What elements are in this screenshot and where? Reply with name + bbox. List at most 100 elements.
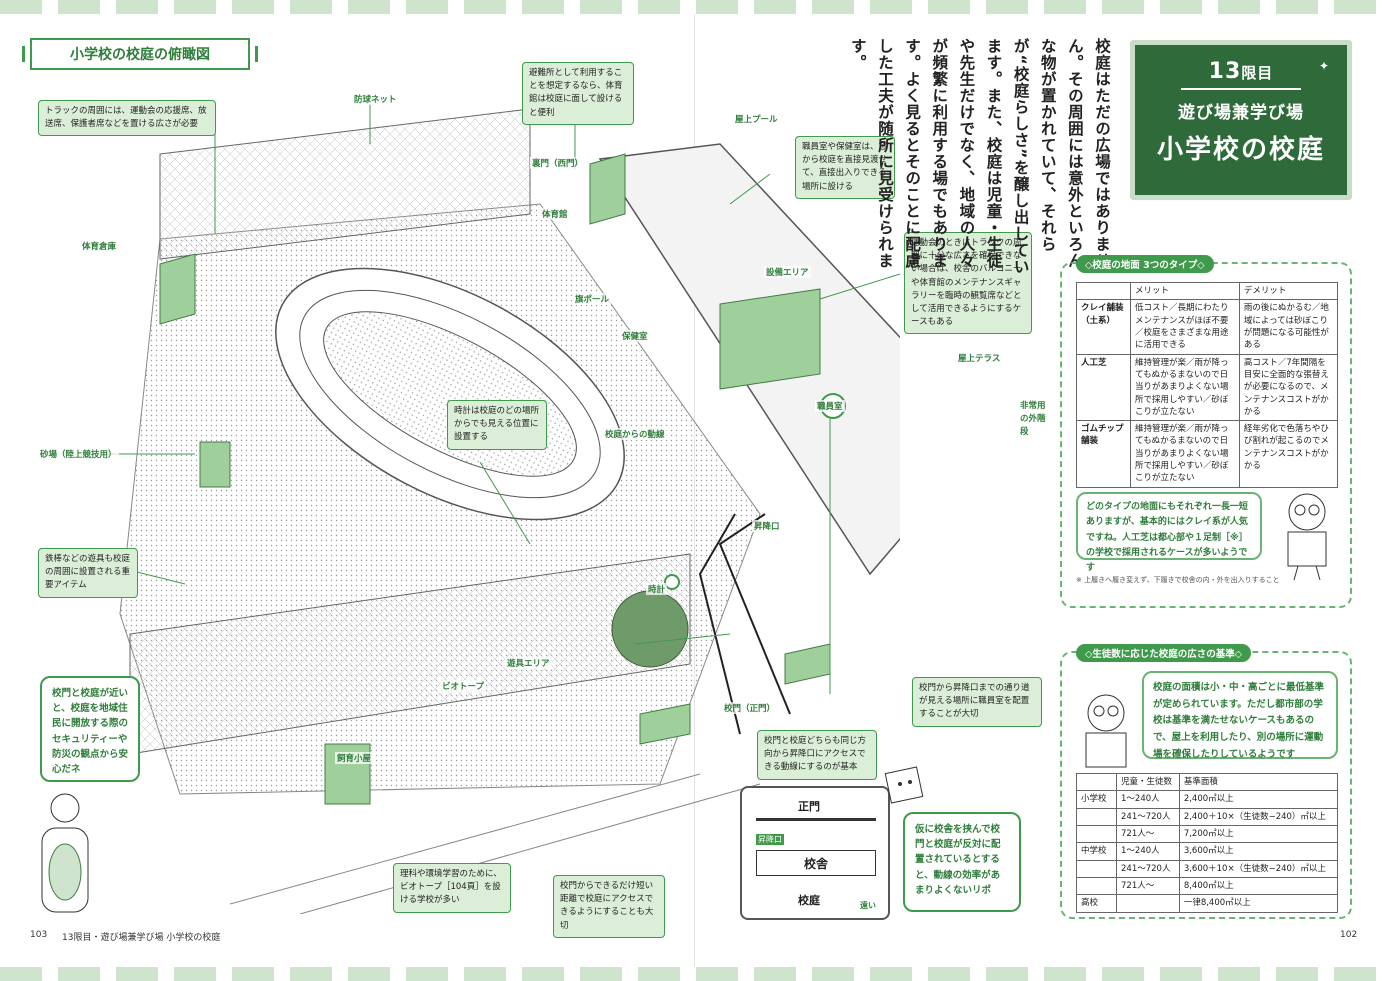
bottom-stripe <box>0 967 1389 981</box>
panel2-title: ◇生徒数に応じた校庭の広さの基準◇ <box>1076 644 1252 662</box>
label-bosai-net: 防球ネット <box>352 93 399 105</box>
label-taiikukan: 体育館 <box>540 208 570 220</box>
note-biotope: 理科や環境学習のために、ビオトープ［104頁］を設ける学校が多い <box>393 863 511 913</box>
table-header: デメリット <box>1238 281 1339 301</box>
label-taiiku-souko: 体育倉庫 <box>80 240 119 252</box>
note-tokei: 時計は校庭のどの場所からでも見える位置に設置する <box>447 400 547 450</box>
teacher-character-icon <box>1085 694 1127 768</box>
mini-entrance-label: 昇降口 <box>756 834 784 845</box>
label-tokei: 時計 <box>646 583 668 595</box>
label-hijoyo-kaidan: 非常用の外階段 <box>1018 400 1054 439</box>
label-okujo-pool: 屋上プール <box>733 113 780 125</box>
aerial-diagram <box>110 104 900 914</box>
label-kotei-doosen: 校庭からの動線 <box>603 428 667 440</box>
mini-gate-label: 正門 <box>798 800 820 813</box>
note-shokuin-hoken: 職員室や保健室は、窓から校庭を直接見渡せて、直接出入りできる場所に設ける <box>795 136 895 199</box>
table-cell: 経年劣化で色落ちやひび割れが起こるのでメンテナンスコストがかかる <box>1238 420 1339 488</box>
table-cell <box>1076 807 1117 826</box>
label-biotope: ビオトープ <box>440 680 486 692</box>
mini-fence <box>756 818 876 821</box>
note-hinanjo: 避難所として利用することを想定するなら、体育館は校庭に面して設けると便利 <box>522 62 634 125</box>
table-header-row: メリット デメリット <box>1076 281 1339 301</box>
label-shokuinshitsu: 職員室 <box>815 400 845 412</box>
panel1-tip: どのタイプの地面にもそれぞれ一長一短ありますが、基本的にはクレイ系が人気ですね。… <box>1076 492 1262 573</box>
table-row: クレイ舗装（土系） 低コスト／長期にわたりメンテナンスがほぼ不要／校庭をさまざま… <box>1076 299 1339 355</box>
board-main-title: 小学校の校庭 <box>1156 135 1325 165</box>
period-unit: 限目 <box>1241 64 1274 82</box>
note-tetsubou: 鉄棒などの遊具も校庭の周囲に設置される重要アイテム <box>38 548 138 598</box>
label-setsubi-area: 設備エリア <box>764 266 811 278</box>
mini-building: 校舎 <box>756 850 876 876</box>
label-okujo-terrace: 屋上テラス <box>956 352 1003 364</box>
intro-text: 校庭はただの広場ではありません。その周囲には意外といろんな物が置かれていて、それ… <box>848 38 1111 275</box>
label-shiiku-goya: 飼育小屋 <box>335 752 374 764</box>
table-row: 人工芝 維持管理が楽／雨が降ってもぬかるまないので日当りがあまりよくない場所で採… <box>1076 353 1339 422</box>
table-cell: 低コスト／長期にわたりメンテナンスがほぼ不要／校庭をさまざまな用途に活用できる <box>1130 299 1240 355</box>
period-number: 13限目 <box>1135 59 1347 84</box>
table-row: 721人～8,400㎡以上 <box>1076 876 1339 896</box>
table-header: 児童・生徒数 <box>1116 772 1180 792</box>
table-cell: 人工芝 <box>1076 353 1131 422</box>
table-cell: クレイ舗装（土系） <box>1076 299 1131 355</box>
panel2-tip: 校庭の面積は小・中・高ごとに最低基準が定められています。ただし都市部の学校は基準… <box>1142 671 1338 760</box>
ground-types-table: メリット デメリット クレイ舗装（土系） 低コスト／長期にわたりメンテナンスがほ… <box>1076 281 1339 488</box>
label-ura-mon: 裏門（西門） <box>530 157 586 169</box>
section-title: 小学校の校庭の俯瞰図 <box>22 38 258 70</box>
table-cell: 721人～ <box>1116 824 1180 844</box>
panel1-footnote: ※ 上履きへ履き変えず、下履きで校舎の内・外を出入りすること <box>1076 576 1280 584</box>
panel1-title: ◇校庭の地面 3つのタイプ◇ <box>1076 255 1214 273</box>
table-cell: 3,600＋10×（生徒数−240）㎡以上 <box>1178 859 1339 878</box>
table-row: 高校 一律8,400㎡以上 <box>1076 894 1339 913</box>
label-dougu-area: 遊具エリア <box>505 657 552 669</box>
note-same-direction: 校門と校庭どちらも同じ方向から昇降口にアクセスできる動線にするのが基本 <box>757 730 877 780</box>
chalkboard-title: ✦ 13限目 遊び場兼学び場 小学校の校庭 <box>1130 40 1352 200</box>
note-komon-short: 校門からできるだけ短い距離で校庭にアクセスできるようにすることも大切 <box>553 875 665 938</box>
table-cell: 小学校 <box>1076 790 1117 809</box>
teacher-character-icon <box>1287 493 1327 580</box>
table-cell: 雨の後にぬかるむ／地域によっては砂ぼこりが問題になる可能性がある <box>1238 299 1339 355</box>
mini-yard-label: 校庭 <box>798 894 820 907</box>
folio-left-number: 103 <box>30 930 48 940</box>
label-komon: 校門（正門） <box>722 702 778 714</box>
sparkle-icon: ✦ <box>1318 59 1329 73</box>
ground-types-panel: ◇校庭の地面 3つのタイプ◇ メリット デメリット クレイ舗装（土系） 低コスト… <box>1060 255 1352 608</box>
table-cell: 高校 <box>1076 894 1117 913</box>
table-cell: 維持管理が楽／雨が降ってもぬかるまないので日当りがあまりよくない場所で採用しやす… <box>1130 420 1240 488</box>
table-cell: 2,400＋10×（生徒数−240）㎡以上 <box>1178 807 1339 826</box>
period-num: 13 <box>1208 59 1242 84</box>
table-cell: 高コスト／7年間隔を目安に全面的な張替えが必要になるので、メンテナンスコストがか… <box>1238 353 1339 422</box>
table-row: 721人～7,200㎡以上 <box>1076 824 1339 844</box>
speech-mini: 仮に校舎を挟んで校門と校庭が反対に配置されているとすると、動線の効率があまりよく… <box>903 812 1021 912</box>
table-cell: 1～240人 <box>1116 842 1180 861</box>
table-cell <box>1076 824 1117 844</box>
table-header <box>1076 281 1131 301</box>
robot-character-icon <box>884 766 924 804</box>
note-track: トラックの周囲には、運動会の応援席、放送席、保護者席などを置ける広さが必要 <box>38 100 216 137</box>
note-shokuin-view: 校門から昇降口までの通り道が見える場所に職員室を配置することが大切 <box>912 677 1042 727</box>
label-sunaba: 砂場（陸上競技用） <box>38 448 119 460</box>
table-header <box>1076 772 1117 792</box>
table-cell: 一律8,400㎡以上 <box>1178 894 1339 913</box>
table-cell: 2,400㎡以上 <box>1178 790 1339 809</box>
label-hokenshitsu: 保健室 <box>620 330 650 342</box>
table-header-row: 児童・生徒数 基準面積 <box>1076 772 1339 792</box>
table-cell <box>1076 859 1117 878</box>
table-header: 基準面積 <box>1178 772 1339 792</box>
note-undokai: 運動会のときにトラックの周囲に十分な広さを確保できない場合は、校舎のバルコニーや… <box>904 232 1032 335</box>
folio-right-number: 102 <box>1340 930 1358 940</box>
top-stripe <box>0 0 1389 14</box>
table-cell: 1～240人 <box>1116 790 1180 809</box>
table-cell: 241～720人 <box>1116 859 1180 878</box>
table-cell: 維持管理が楽／雨が降ってもぬかるまないので日当りがあまりよくない場所で採用しやす… <box>1130 353 1240 422</box>
folio-left-text: 13限目・遊び場兼学び場 小学校の校庭 <box>62 933 221 943</box>
table-cell <box>1116 894 1180 913</box>
label-hata-pole: 旗ポール <box>573 293 612 305</box>
speech-left: 校門と校庭が近いと、校庭を地域住民に開放する際のセキュリティーや防災の観点から安… <box>40 676 140 782</box>
mini-map: 正門 昇降口 校舎 校庭 遠い <box>740 786 890 920</box>
table-cell: 721人～ <box>1116 876 1180 896</box>
